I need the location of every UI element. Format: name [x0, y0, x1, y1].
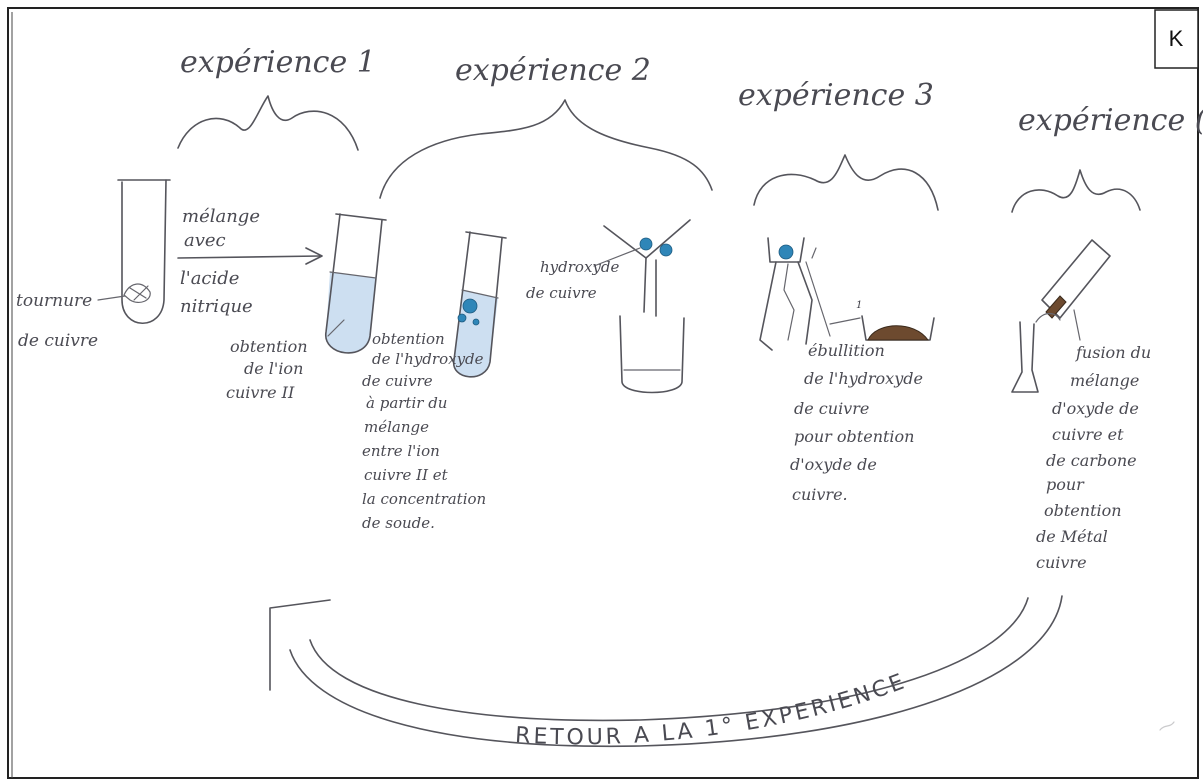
arrow-mix-nitric-acid [177, 255, 321, 259]
heating-mark: 1 [856, 300, 862, 311]
pointer-copper-ion [327, 319, 345, 337]
fusion-tube [1011, 239, 1111, 393]
heading-experience-1: expérience 1 [180, 45, 376, 80]
brace-experience-2 [379, 99, 713, 199]
label-mix-nitric-acid: mélange avec l'acide nitrique [180, 206, 266, 317]
heating-apparatus [759, 237, 831, 351]
brace-experience-3 [753, 154, 939, 211]
arrow-head-mix [305, 247, 323, 265]
label-return-first-experiment: RETOUR A LA 1° EXPERIENCE [514, 669, 910, 751]
label-copper-turnings: tournure de cuivre [16, 291, 98, 351]
heading-experience-4: expérience ( [1018, 103, 1203, 138]
brace-experience-1 [177, 95, 359, 151]
tube-copper-ion [325, 213, 387, 354]
label-fusion-copper: fusion du mélange d'oxyde de cuivre et d… [1036, 343, 1156, 572]
label-copper-hydroxide-filter: hydroxyde de cuivre [526, 258, 624, 302]
corner-label-box [1154, 9, 1199, 69]
pointer-fusion [1073, 309, 1081, 341]
beaker [619, 315, 685, 394]
return-arrow-outer [289, 595, 1063, 748]
tube-copper-turnings [117, 179, 171, 324]
heading-experience-2: expérience 2 [455, 53, 651, 88]
copper-oxide-dish: 1 [829, 300, 935, 341]
margin-scribble [1159, 721, 1175, 731]
brace-experience-4 [1011, 169, 1141, 213]
corner-label: K [1169, 26, 1184, 51]
label-boiling-hydroxide: ébullition de l'hydroxyde de cuivre pour… [790, 341, 928, 504]
label-copper-hydroxide-formation: obtention de l'hydroxyde de cuivre à par… [362, 330, 491, 532]
pointer-hydroxide-filter [593, 247, 641, 267]
pointer-copper-turnings [97, 295, 126, 301]
page-frame [7, 7, 1199, 779]
label-copper-ion: obtention de l'ion cuivre II [226, 337, 313, 402]
filtration-funnel [603, 219, 691, 317]
tube-copper-hydroxide [453, 231, 507, 378]
heading-experience-3: expérience 3 [738, 78, 934, 113]
return-arrow-inner [309, 597, 1029, 722]
return-arrow-head [269, 599, 331, 691]
